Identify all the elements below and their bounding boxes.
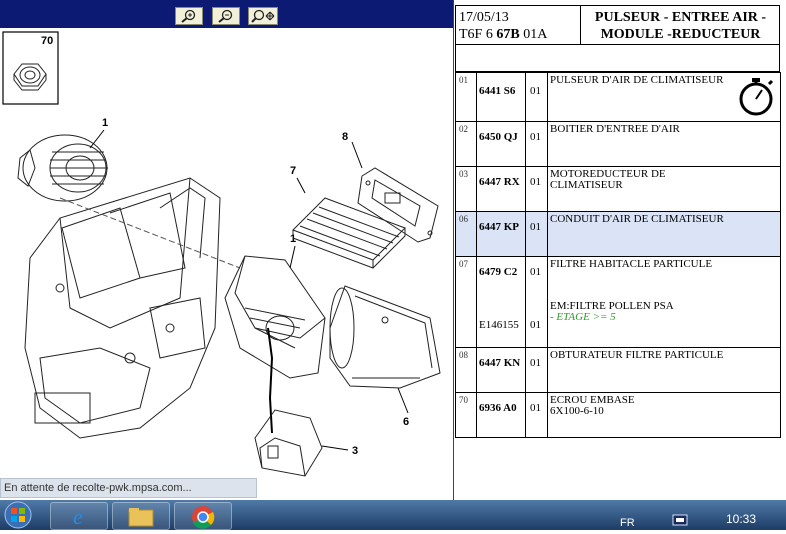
header-spacer-row bbox=[455, 45, 780, 72]
header-title: PULSEUR - ENTREE AIR - MODULE -REDUCTEUR bbox=[581, 6, 780, 44]
header-code-bold: 67B bbox=[496, 27, 520, 42]
windows-taskbar: e FR 10:33 bbox=[0, 500, 786, 530]
title-line-2: MODULE -REDUCTEUR bbox=[600, 27, 761, 42]
actuator-motor-drawing bbox=[254, 409, 323, 477]
parts-drawing: 70 1 bbox=[2, 31, 441, 477]
stopwatch-icon bbox=[739, 78, 774, 116]
callout-3: 3 bbox=[352, 445, 358, 457]
row-code[interactable]: 6936 A0 bbox=[476, 392, 526, 438]
system-clock[interactable]: 10:33 bbox=[725, 512, 756, 526]
callout-6: 6 bbox=[403, 416, 409, 428]
air-inlet-box-drawing bbox=[224, 255, 326, 379]
row-qty: 01 bbox=[525, 72, 548, 122]
folder-icon bbox=[128, 508, 154, 527]
row-code[interactable]: 6447 KN bbox=[476, 347, 526, 393]
svg-text:e: e bbox=[73, 504, 83, 529]
header-code-prefix: T6F 6 bbox=[459, 27, 497, 42]
row-qty-2: 01 bbox=[530, 319, 541, 331]
callout-1: 1 bbox=[102, 117, 108, 129]
row-code[interactable]: 6479 C2 E146155 bbox=[476, 256, 526, 348]
row-ref: 03 bbox=[455, 166, 477, 212]
panel-divider bbox=[453, 0, 454, 500]
header-code: T6F 6 67B 01A bbox=[459, 26, 580, 43]
row-ref: 06 bbox=[455, 211, 477, 257]
row-qty: 01 bbox=[525, 347, 548, 393]
callout-7: 7 bbox=[290, 165, 296, 177]
row-desc: MOTOREDUCTEUR DE CLIMATISEUR bbox=[547, 166, 781, 212]
zoom-in-button[interactable] bbox=[175, 7, 203, 25]
row-code-2: E146155 bbox=[479, 319, 519, 331]
row-ref: 08 bbox=[455, 347, 477, 393]
blower-fan-drawing bbox=[17, 134, 108, 202]
zoom-out-icon bbox=[218, 9, 233, 23]
table-row[interactable]: 03 6447 RX 01 MOTOREDUCTEUR DE CLIMATISE… bbox=[455, 166, 781, 212]
air-duct-drawing bbox=[329, 285, 441, 389]
network-icon[interactable] bbox=[672, 512, 688, 528]
row-qty: 01 bbox=[525, 211, 548, 257]
cabin-filter-drawing bbox=[292, 197, 406, 269]
row-ref: 07 bbox=[455, 256, 477, 348]
callout-70: 70 bbox=[41, 35, 53, 47]
callout-8: 8 bbox=[342, 131, 348, 143]
row-code[interactable]: 6450 QJ bbox=[476, 121, 526, 167]
row-qty: 01 bbox=[525, 121, 548, 167]
row-desc: CONDUIT D'AIR DE CLIMATISEUR bbox=[547, 211, 781, 257]
taskbar-ie-button[interactable]: e bbox=[50, 502, 108, 530]
row-code[interactable]: 6447 KP bbox=[476, 211, 526, 257]
table-row[interactable]: 70 6936 A0 01 ECROU EMBASE 6X100-6-10 bbox=[455, 392, 781, 438]
row-desc: BOITIER D'ENTREE D'AIR bbox=[547, 121, 781, 167]
language-indicator[interactable]: FR bbox=[620, 517, 635, 529]
table-row[interactable]: 07 6479 C2 E146155 01 01 FILTRE HABITACL… bbox=[455, 256, 781, 348]
callout-2: 1 bbox=[290, 233, 296, 245]
taskbar-explorer-button[interactable] bbox=[112, 502, 170, 530]
zoom-toolbar bbox=[0, 0, 453, 28]
chrome-icon bbox=[192, 506, 215, 529]
zoom-pan-button[interactable] bbox=[248, 7, 278, 25]
row-desc-b: 6X100-6-10 bbox=[550, 405, 604, 417]
parts-table: 01 6441 S6 01 PULSEUR D'AIR DE CLIMATISE… bbox=[455, 72, 781, 438]
row-code[interactable]: 6447 RX bbox=[476, 166, 526, 212]
nut-drawing bbox=[13, 63, 47, 91]
row-qty: 01 01 bbox=[525, 256, 548, 348]
table-row[interactable]: 08 6447 KN 01 OBTURATEUR FILTRE PARTICUL… bbox=[455, 347, 781, 393]
taskbar-chrome-button[interactable] bbox=[174, 502, 232, 530]
table-row[interactable]: 02 6450 QJ 01 BOITIER D'ENTREE D'AIR bbox=[455, 121, 781, 167]
browser-status-bar: En attente de recolte-pwk.mpsa.com... bbox=[0, 478, 257, 498]
header-date: 17/05/13 bbox=[459, 10, 509, 25]
row-desc: OBTURATEUR FILTRE PARTICULE bbox=[547, 347, 781, 393]
nut-inset-box bbox=[2, 31, 59, 105]
table-row[interactable]: 01 6441 S6 01 PULSEUR D'AIR DE CLIMATISE… bbox=[455, 72, 781, 122]
row-desc: FILTRE HABITACLE PARTICULE EM:FILTRE POL… bbox=[547, 256, 781, 348]
zoom-in-icon bbox=[181, 9, 196, 23]
row-ref: 70 bbox=[455, 392, 477, 438]
zoom-pan-icon bbox=[251, 9, 275, 23]
row-qty: 01 bbox=[525, 392, 548, 438]
row-desc: PULSEUR D'AIR DE CLIMATISEUR bbox=[547, 72, 781, 122]
internet-explorer-icon: e bbox=[73, 504, 83, 529]
row-qty: 01 bbox=[525, 166, 548, 212]
filter-shutter-drawing bbox=[357, 167, 439, 243]
zoom-out-button[interactable] bbox=[212, 7, 240, 25]
row-desc: ECROU EMBASE 6X100-6-10 bbox=[547, 392, 781, 438]
row-note: - ETAGE >= 5 bbox=[550, 311, 616, 323]
start-button-icon[interactable] bbox=[0, 500, 36, 530]
row-ref: 01 bbox=[455, 72, 477, 122]
table-row-selected[interactable]: 06 6447 KP 01 CONDUIT D'AIR DE CLIMATISE… bbox=[455, 211, 781, 257]
title-line-1: PULSEUR - ENTREE AIR - bbox=[594, 10, 767, 25]
row-desc-2: EM:FILTRE POLLEN PSA bbox=[550, 300, 674, 312]
heater-housing-drawing bbox=[24, 177, 221, 439]
exploded-parts-diagram: 70 1 bbox=[0, 28, 453, 478]
row-ref: 02 bbox=[455, 121, 477, 167]
row-code[interactable]: 6441 S6 bbox=[476, 72, 526, 122]
header-code-suffix: 01A bbox=[519, 27, 548, 42]
parts-header: 17/05/13 T6F 6 67B 01A PULSEUR - ENTREE … bbox=[455, 5, 780, 45]
header-ref: 17/05/13 T6F 6 67B 01A bbox=[456, 6, 581, 44]
